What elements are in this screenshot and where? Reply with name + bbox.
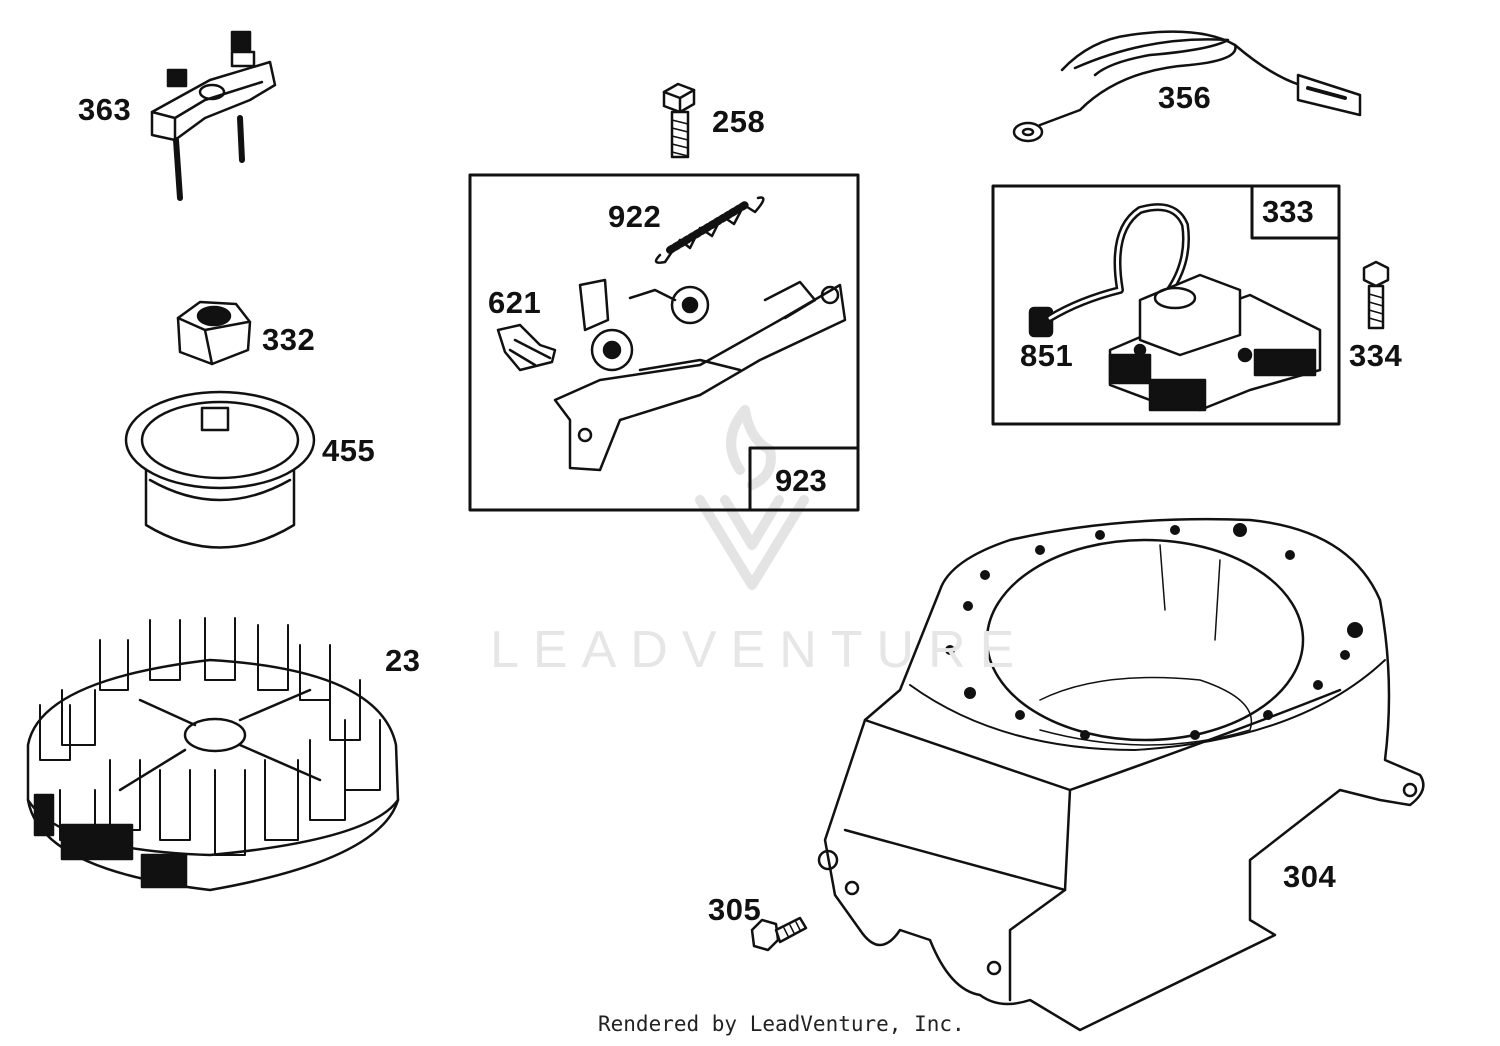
flywheel-23-icon[interactable] <box>26 617 400 892</box>
screw-258-icon[interactable] <box>662 82 696 159</box>
clip-621-icon[interactable] <box>496 323 557 372</box>
nut-332-icon[interactable] <box>176 300 252 366</box>
part-label-621[interactable]: 621 <box>488 285 542 320</box>
bracket-363-icon[interactable] <box>150 30 277 201</box>
governor-plate-icon[interactable] <box>553 278 847 472</box>
part-label-305[interactable]: 305 <box>708 892 762 927</box>
part-label-356[interactable]: 356 <box>1158 80 1212 115</box>
armature-kit-333-box <box>991 184 1341 426</box>
watermark-logo-icon <box>695 405 809 590</box>
part-label-922[interactable]: 922 <box>608 199 662 234</box>
blower-housing-304-icon[interactable] <box>817 517 1425 1032</box>
part-label-333[interactable]: 333 <box>1262 194 1314 229</box>
part-label-334[interactable]: 334 <box>1349 338 1403 373</box>
part-label-332[interactable]: 332 <box>262 322 316 357</box>
spring-922-icon[interactable] <box>654 196 765 264</box>
terminal-851-icon[interactable] <box>1028 306 1054 338</box>
part-label-304[interactable]: 304 <box>1283 859 1337 894</box>
armature-icon[interactable] <box>1046 203 1322 412</box>
ground-wire-356-icon[interactable] <box>1012 30 1362 143</box>
part-label-258[interactable]: 258 <box>712 104 766 139</box>
part-label-851[interactable]: 851 <box>1020 338 1074 373</box>
part-label-455[interactable]: 455 <box>322 433 376 468</box>
starter-cup-455-icon[interactable] <box>124 390 316 549</box>
governor-kit-923-box <box>468 173 860 512</box>
part-label-23[interactable]: 23 <box>385 643 421 678</box>
screw-334-icon[interactable] <box>1362 260 1390 330</box>
watermark-text: LEADVENTURE <box>490 621 1029 679</box>
screw-305-icon[interactable] <box>750 916 808 952</box>
part-label-363[interactable]: 363 <box>78 92 132 127</box>
footer-credit: Rendered by LeadVenture, Inc. <box>598 1012 965 1036</box>
part-label-923[interactable]: 923 <box>775 463 827 498</box>
